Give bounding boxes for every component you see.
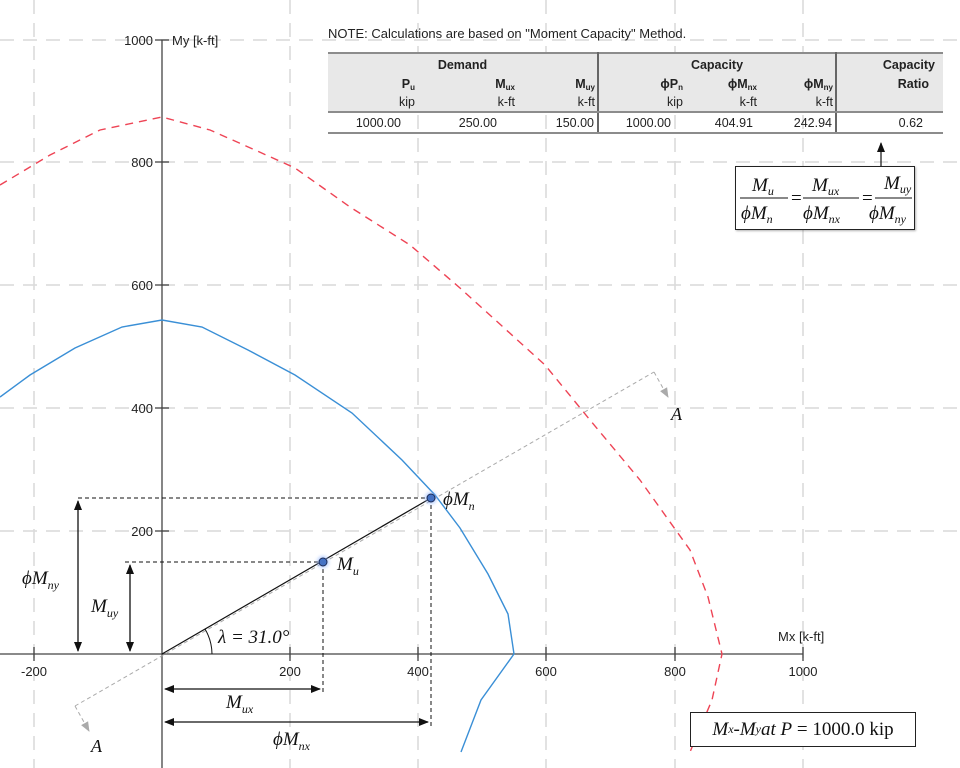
svg-text:ϕMn: ϕMn (741, 203, 773, 226)
svg-text:800: 800 (131, 155, 153, 170)
unit-phimnx: k-ft (685, 93, 759, 113)
col-muy: Muy (517, 75, 599, 93)
nominal-moment-curve (0, 116, 723, 753)
svg-text:-200: -200 (21, 664, 47, 679)
svg-text:600: 600 (131, 278, 153, 293)
col-phipn: ϕPn (598, 75, 685, 93)
svg-text:800: 800 (664, 664, 686, 679)
cell-pu: 1000.00 (328, 112, 417, 134)
y-tick-labels: 1000 800 600 400 200 (124, 33, 153, 539)
unit-phimny: k-ft (759, 93, 837, 113)
header-ratio-line1: Capacity (836, 52, 943, 75)
label-phimn: ϕMn (443, 489, 475, 513)
label-mux: Mux (225, 692, 254, 716)
cell-phimny: 242.94 (759, 112, 837, 134)
svg-text:400: 400 (407, 664, 429, 679)
col-phimnx: ϕMnx (685, 75, 759, 93)
svg-text:200: 200 (279, 664, 301, 679)
load-vector-line (161, 497, 432, 655)
col-phimny: ϕMny (759, 75, 837, 93)
unit-muy: k-ft (517, 93, 599, 113)
results-table: Demand Capacity Capacity Pu Mux Muy ϕPn … (328, 52, 943, 134)
cell-phipn: 1000.00 (598, 112, 685, 134)
y-axis-label: My [k-ft] (172, 33, 218, 48)
axes (0, 39, 804, 768)
cell-ratio: 0.62 (836, 112, 943, 134)
svg-text:400: 400 (131, 401, 153, 416)
section-label-a-bottom: A (90, 736, 103, 756)
dimension-guides (78, 497, 432, 728)
label-phimnx: ϕMnx (273, 729, 311, 753)
demand-point-mu[interactable] (318, 557, 328, 567)
svg-text:ϕMny: ϕMny (869, 203, 907, 226)
lambda-angle-arc (204, 628, 213, 655)
unit-phipn: kip (598, 93, 685, 113)
svg-text:Mux: Mux (811, 175, 840, 198)
x-tick-labels: -200 200 400 600 800 1000 (21, 664, 817, 679)
section-label-a-top: A (670, 404, 683, 424)
label-phimny: ϕMny (22, 568, 60, 592)
label-mu: Mu (336, 554, 359, 578)
cell-phimnx: 404.91 (685, 112, 759, 134)
col-mux: Mux (417, 75, 517, 93)
unit-mux: k-ft (417, 93, 517, 113)
x-axis-label: Mx [k-ft] (778, 629, 824, 644)
svg-text:=: = (791, 188, 802, 209)
header-ratio-line2: Ratio (836, 75, 943, 93)
table-row: 1000.00 250.00 150.00 1000.00 404.91 242… (328, 112, 943, 134)
cell-mux: 250.00 (417, 112, 517, 134)
svg-text:Mu: Mu (751, 175, 774, 198)
design-capacity-curve (0, 319, 515, 753)
svg-text:1000: 1000 (789, 664, 818, 679)
svg-text:=: = (862, 188, 873, 209)
header-capacity: Capacity (598, 52, 837, 75)
svg-text:ϕMnx: ϕMnx (803, 203, 841, 226)
capacity-point-phimn[interactable] (426, 493, 436, 503)
svg-text:1000: 1000 (124, 33, 153, 48)
svg-text:200: 200 (131, 524, 153, 539)
calculation-note: NOTE: Calculations are based on "Moment … (328, 26, 687, 41)
svg-text:Muy: Muy (883, 173, 912, 196)
label-muy: Muy (90, 596, 119, 620)
dimension-arrows (74, 500, 429, 726)
unit-ratio (836, 93, 943, 113)
header-demand: Demand (328, 52, 599, 75)
section-line-a (74, 371, 669, 732)
unit-pu: kip (328, 93, 417, 113)
capacity-ratio-formula: Mu ϕMn = Mux ϕMnx = Muy ϕMny (735, 166, 915, 230)
col-pu: Pu (328, 75, 417, 93)
label-lambda: λ = 31.0° (217, 627, 290, 648)
cell-muy: 150.00 (517, 112, 599, 134)
svg-text:600: 600 (535, 664, 557, 679)
